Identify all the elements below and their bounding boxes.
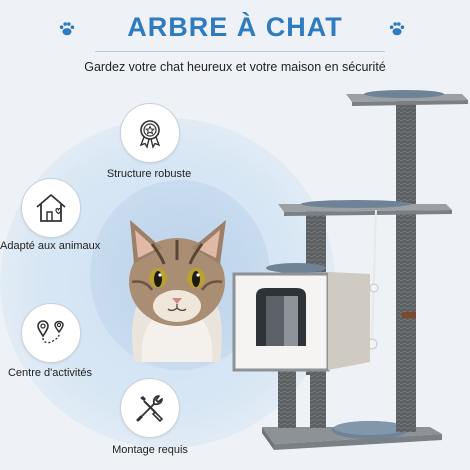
paw-icon (59, 22, 75, 36)
feature-icon-structure (120, 103, 180, 163)
cat-photo (129, 220, 226, 362)
feature-label-activity: Centre d'activités (7, 367, 93, 379)
paw-icon (389, 22, 405, 36)
house-heart-icon (36, 194, 66, 222)
feature-label-pets: Adapté aux animaux (0, 240, 101, 252)
cat-tree-illustration (232, 90, 468, 450)
location-route-icon (37, 320, 64, 344)
feature-icon-pets (21, 178, 81, 238)
feature-label-structure: Structure robuste (106, 168, 192, 180)
feature-label-assembly: Montage requis (112, 444, 188, 456)
wrench-screwdriver-icon (136, 395, 164, 423)
feature-icon-assembly (120, 378, 180, 438)
title-divider (95, 51, 385, 52)
page-title: ARBRE À CHAT (127, 12, 343, 42)
page-subtitle: Gardez votre chat heureux et votre maiso… (84, 60, 386, 74)
badge-star-icon (139, 120, 161, 149)
feature-icon-activity (21, 303, 81, 363)
